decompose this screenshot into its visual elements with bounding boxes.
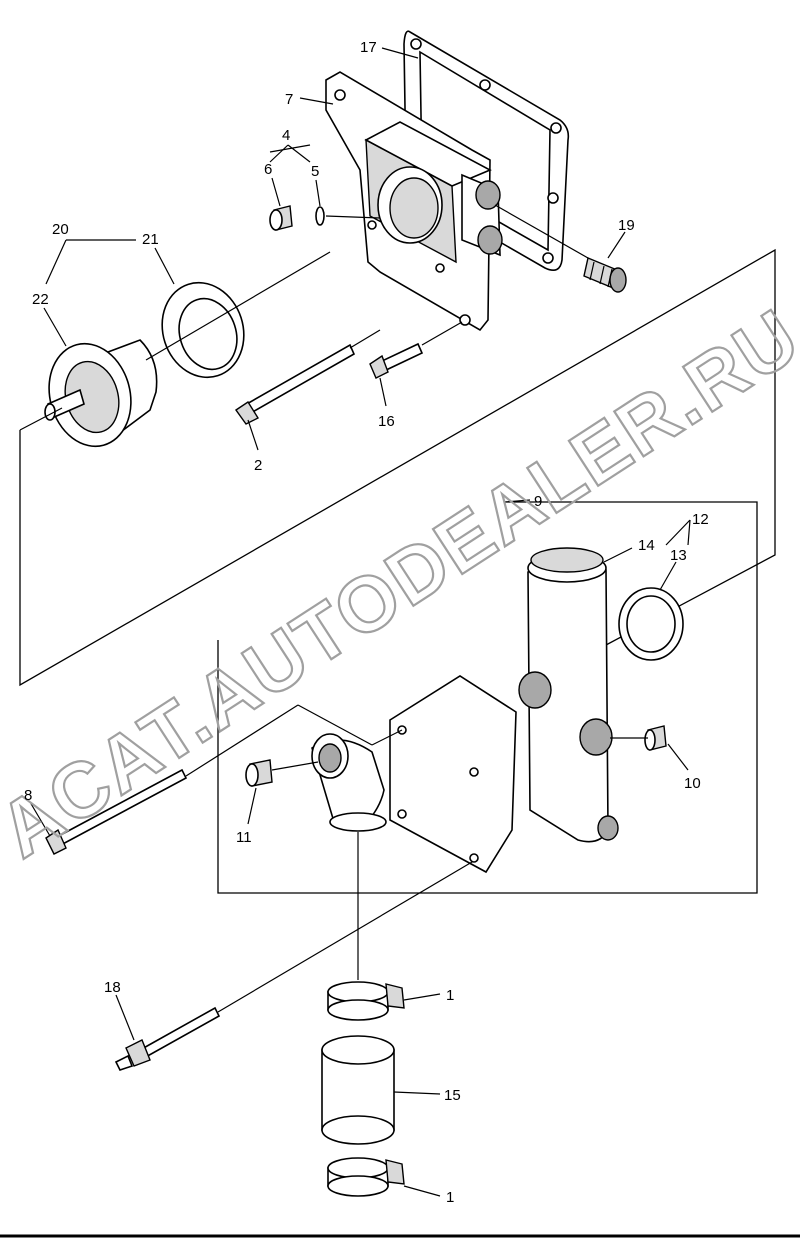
callout-1-lower: 1: [446, 1189, 454, 1206]
callout-15: 15: [444, 1087, 461, 1104]
seal-ring-part-21: [161, 281, 245, 379]
leader-lines: [19, 47, 691, 1197]
callout-21: 21: [142, 231, 159, 248]
callout-6: 6: [264, 161, 272, 178]
bolt-part-2: [235, 343, 356, 425]
callout-10: 10: [684, 775, 701, 792]
long-bolt-part-8: [45, 768, 188, 855]
hose-clamp-part-1-upper: [327, 981, 405, 1021]
callout-13: 13: [670, 547, 687, 564]
plug-part-10: [644, 725, 667, 751]
callout-12: 12: [692, 511, 709, 528]
callout-14: 14: [638, 537, 655, 554]
callout-8: 8: [24, 787, 32, 804]
cap-nut-part-6: [269, 205, 293, 231]
callout-22: 22: [32, 291, 49, 308]
thermostat-part-22: [44, 339, 158, 448]
bolt-part-16: [369, 342, 424, 379]
callout-5: 5: [311, 163, 319, 180]
callout-7: 7: [285, 91, 293, 108]
hose-clamp-part-1-lower: [327, 1157, 405, 1197]
upper-assembly-frame: [19, 248, 776, 687]
callout-labels: 17 7 4 6 5 20 21 19 22 16 2 9 12 14 13 1…: [24, 39, 709, 1206]
hose-part-15: [321, 1035, 395, 1145]
callout-11: 11: [236, 829, 252, 846]
sensor-plug-part-19: [494, 204, 627, 293]
water-outlet-body-part-9: [311, 547, 619, 874]
callout-17: 17: [360, 39, 377, 56]
callout-2: 2: [254, 457, 262, 474]
callout-1-upper: 1: [446, 987, 454, 1004]
stud-part-18: [114, 1006, 221, 1071]
callout-19: 19: [618, 217, 635, 234]
o-ring-part-5: [315, 206, 381, 226]
callout-18: 18: [104, 979, 121, 996]
callout-4: 4: [282, 127, 290, 144]
thermostat-housing-part-7: [325, 71, 503, 332]
plug-part-11: [245, 759, 273, 787]
callout-16: 16: [378, 413, 395, 430]
lower-assembly-frame: [217, 501, 758, 894]
callout-9: 9: [534, 493, 542, 510]
callout-20: 20: [52, 221, 69, 238]
seal-ring-part-13: [618, 587, 684, 661]
